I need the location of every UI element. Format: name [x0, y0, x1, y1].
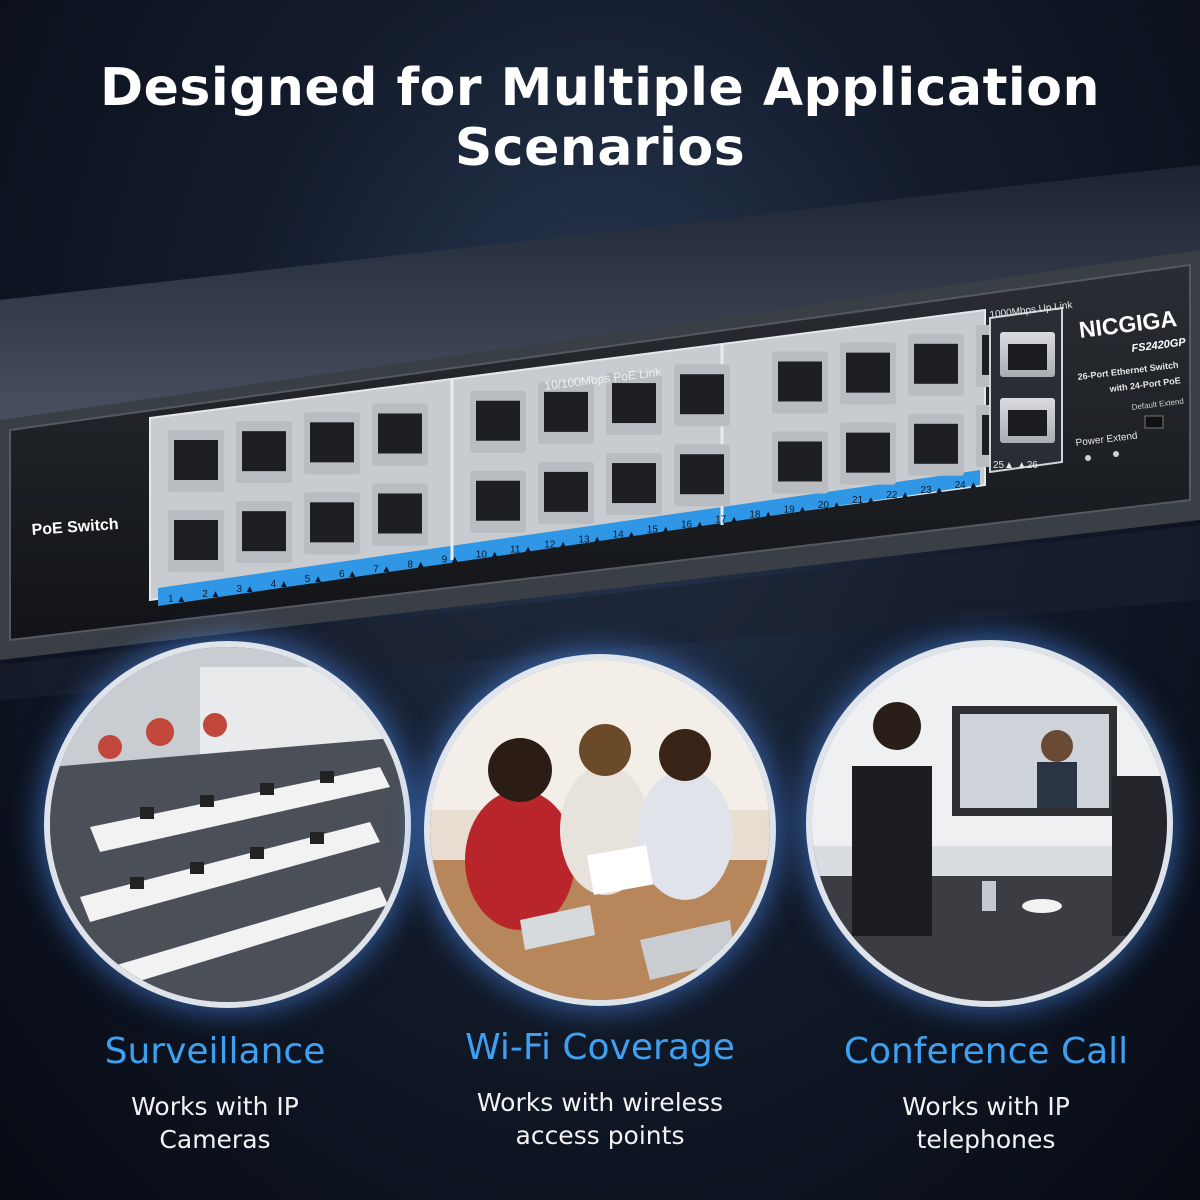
port-number: 15 ▲: [647, 525, 671, 536]
power-led: [1085, 455, 1091, 461]
port-number: 23 ▲: [920, 485, 944, 496]
uplink-ports-label: 25▲ ▲26: [993, 460, 1038, 471]
port-number: 7 ▲: [373, 564, 391, 575]
port-number: 11 ▲: [510, 544, 533, 555]
scenario-surveillance: Surveillance Works with IP Cameras: [45, 1032, 385, 1156]
port-number-strip: [158, 470, 980, 606]
mode-switch[interactable]: [1144, 415, 1164, 429]
wifi-coverage-image: [430, 660, 770, 1000]
port-number: 9 ▲: [442, 554, 460, 565]
port-number: 16 ▲: [681, 520, 705, 531]
conference-call-image: [812, 646, 1167, 1001]
scenario-wifi: Wi-Fi Coverage Works with wireless acces…: [430, 1028, 770, 1152]
port-number: 17 ▲: [715, 515, 739, 526]
scenario-title: Surveillance: [104, 1031, 326, 1072]
scenario-desc-line: Works with IP: [131, 1092, 299, 1121]
scenario-title: Conference Call: [843, 1031, 1129, 1072]
extend-led: [1113, 451, 1119, 457]
surveillance-image: [50, 647, 405, 1002]
network-switch-image: 1 ▲ 2 ▲ 3 ▲ 4 ▲ 5 ▲ 6 ▲ 7 ▲ 8 ▲ 9 ▲ 10 ▲ 11 ▲ 12 ▲ 1…: [0, 165, 1200, 700]
headline: Designed for Multiple Application Scenar…: [99, 58, 1100, 178]
port-number: 8 ▲: [407, 559, 425, 570]
port-number: 12 ▲: [544, 539, 568, 550]
port-number: 21 ▲: [852, 495, 876, 506]
poe-switch-label: PoE Switch: [31, 516, 119, 539]
scenario-desc-line: Cameras: [159, 1125, 271, 1154]
port-number: 20 ▲: [818, 500, 842, 511]
scenario-desc: Works with IP telephones: [816, 1090, 1156, 1156]
port-number: 1 ▲: [168, 594, 186, 605]
port-number: 19 ▲: [784, 505, 808, 516]
scenario-desc-line: access points: [515, 1121, 685, 1150]
port-number: 14 ▲: [613, 530, 637, 541]
port-number: 5 ▲: [305, 574, 323, 585]
scenario-desc: Works with IP Cameras: [45, 1090, 385, 1156]
scenario-title: Wi-Fi Coverage: [465, 1027, 735, 1068]
scenario-desc: Works with wireless access points: [430, 1086, 770, 1152]
scenario-desc-line: Works with wireless: [476, 1088, 724, 1117]
port-number: 6 ▲: [339, 569, 357, 580]
port-number: 18 ▲: [749, 510, 773, 521]
port-number: 24 ▲: [955, 480, 979, 491]
port-number: 4 ▲: [271, 579, 289, 590]
port-number: 2 ▲: [202, 589, 220, 600]
port-number: 3 ▲: [236, 584, 254, 595]
scenario-conference: Conference Call Works with IP telephones: [816, 1032, 1156, 1156]
port-number: 13 ▲: [578, 534, 602, 545]
scenario-desc-line: telephones: [916, 1125, 1056, 1154]
port-number: 10 ▲: [476, 549, 500, 560]
scenario-desc-line: Works with IP: [902, 1092, 1070, 1121]
port-number: 22 ▲: [886, 490, 910, 501]
